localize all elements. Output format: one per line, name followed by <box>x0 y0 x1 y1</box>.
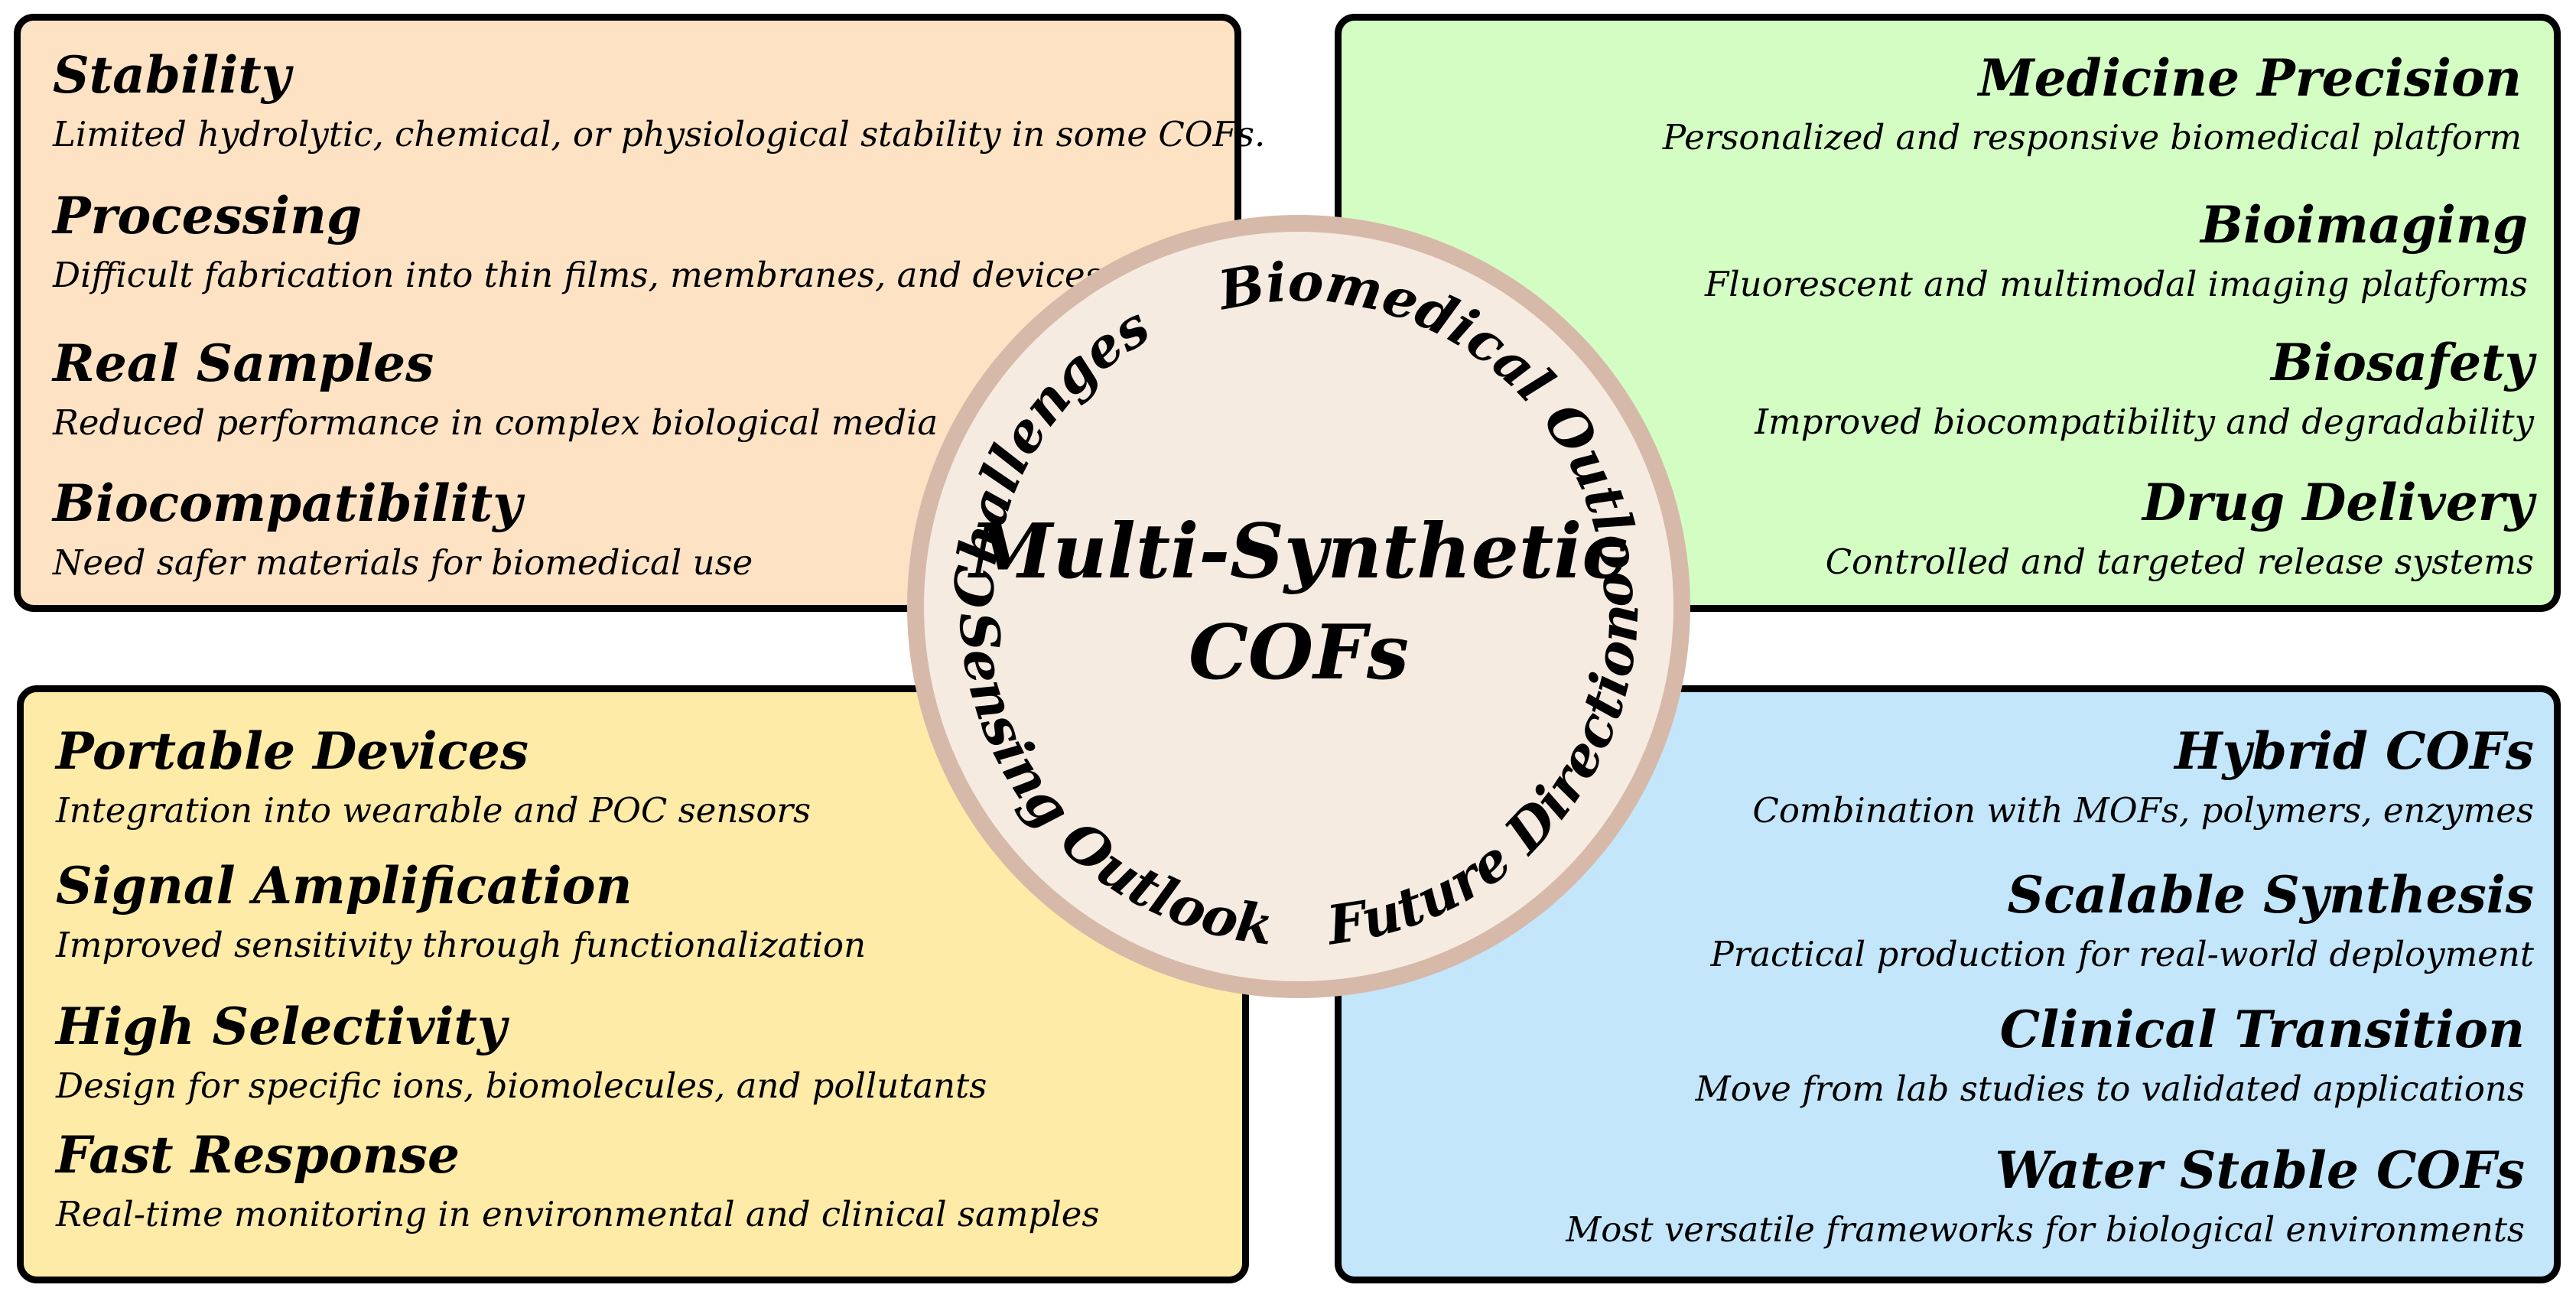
challenge-item: Processing Difficult fabrication into th… <box>53 190 1103 292</box>
sensing-title: High Selectivity <box>56 997 507 1056</box>
challenge-desc: Need safer materials for biomedical use <box>53 542 753 583</box>
sensing-desc: Design for specific ions, biomolecules, … <box>56 1065 987 1106</box>
sensing-desc: Real-time monitoring in environmental an… <box>56 1194 1100 1234</box>
future-title: Scalable Synthesis <box>2007 865 2535 925</box>
sensing-item: Signal Amplification Improved sensitivit… <box>56 860 866 962</box>
biomedical-desc: Fluorescent and multimodal imaging platf… <box>1705 264 2528 304</box>
biomedical-item: Medicine Precision Personalized and resp… <box>1663 53 2522 154</box>
future-desc: Move from lab studies to validated appli… <box>1695 1068 2525 1109</box>
biomedical-desc: Improved biocompatibility and degradabil… <box>1755 402 2534 442</box>
sensing-item: High Selectivity Design for specific ion… <box>56 1001 987 1103</box>
challenge-desc: Limited hydrolytic, chemical, or physiol… <box>53 114 1266 154</box>
future-desc: Practical production for real-world depl… <box>1710 934 2534 974</box>
biomedical-item: Drug Delivery Controlled and targeted re… <box>1826 477 2534 579</box>
challenge-title: Real Samples <box>53 333 434 393</box>
sensing-desc: Integration into wearable and POC sensor… <box>56 790 812 831</box>
sensing-title: Signal Amplification <box>56 856 633 916</box>
biomedical-title: Bioimaging <box>2200 195 2528 255</box>
center-title-line1: Multi-Synthetic <box>968 508 1628 596</box>
future-desc: Most versatile frameworks for biological… <box>1566 1209 2525 1250</box>
challenge-desc: Difficult fabrication into thin films, m… <box>53 255 1103 295</box>
sensing-item: Portable Devices Integration into wearab… <box>56 726 811 828</box>
future-desc: Combination with MOFs, polymers, enzymes <box>1752 790 2534 831</box>
challenges-panel: Stability Limited hydrolytic, chemical, … <box>14 14 1265 612</box>
biomedical-desc: Personalized and responsive biomedical p… <box>1662 117 2522 158</box>
biomedical-title: Medicine Precision <box>1978 48 2522 108</box>
challenge-item: Stability Limited hydrolytic, chemical, … <box>53 50 1265 151</box>
biomedical-desc: Controlled and targeted release systems <box>1825 542 2534 582</box>
sensing-title: Portable Devices <box>56 721 529 781</box>
biomedical-item: Bioimaging Fluorescent and multimodal im… <box>1705 200 2528 301</box>
future-title: Hybrid COFs <box>2174 721 2534 781</box>
center-title-line2: COFs <box>1189 609 1409 697</box>
hub-disc <box>924 232 1673 981</box>
sensing-desc: Improved sensitivity through functionali… <box>56 925 867 965</box>
future-item: Water Stable COFs Most versatile framewo… <box>1566 1145 2525 1247</box>
sensing-title: Fast Response <box>56 1125 460 1185</box>
future-item: Scalable Synthesis Practical production … <box>1710 870 2534 971</box>
challenge-title: Processing <box>53 186 363 246</box>
biomedical-item: Biosafety Improved biocompatibility and … <box>1755 337 2534 439</box>
challenge-desc: Reduced performance in complex biologica… <box>53 402 938 443</box>
future-item: Hybrid COFs Combination with MOFs, polym… <box>1752 726 2534 828</box>
future-item: Clinical Transition Move from lab studie… <box>1696 1004 2525 1106</box>
challenge-item: Biocompatibility Need safer materials fo… <box>53 478 753 580</box>
challenge-title: Biocompatibility <box>53 473 522 533</box>
sensing-item: Fast Response Real-time monitoring in en… <box>56 1130 1099 1231</box>
biomedical-title: Biosafety <box>2270 333 2534 392</box>
center-hub: Challenges Biomedical Outlook Sensing Ou… <box>903 210 1690 998</box>
future-title: Clinical Transition <box>1999 1000 2525 1059</box>
biomedical-title: Drug Delivery <box>2142 473 2534 532</box>
future-title: Water Stable COFs <box>1995 1140 2525 1200</box>
challenge-item: Real Samples Reduced performance in comp… <box>53 338 938 440</box>
challenge-title: Stability <box>53 45 291 105</box>
